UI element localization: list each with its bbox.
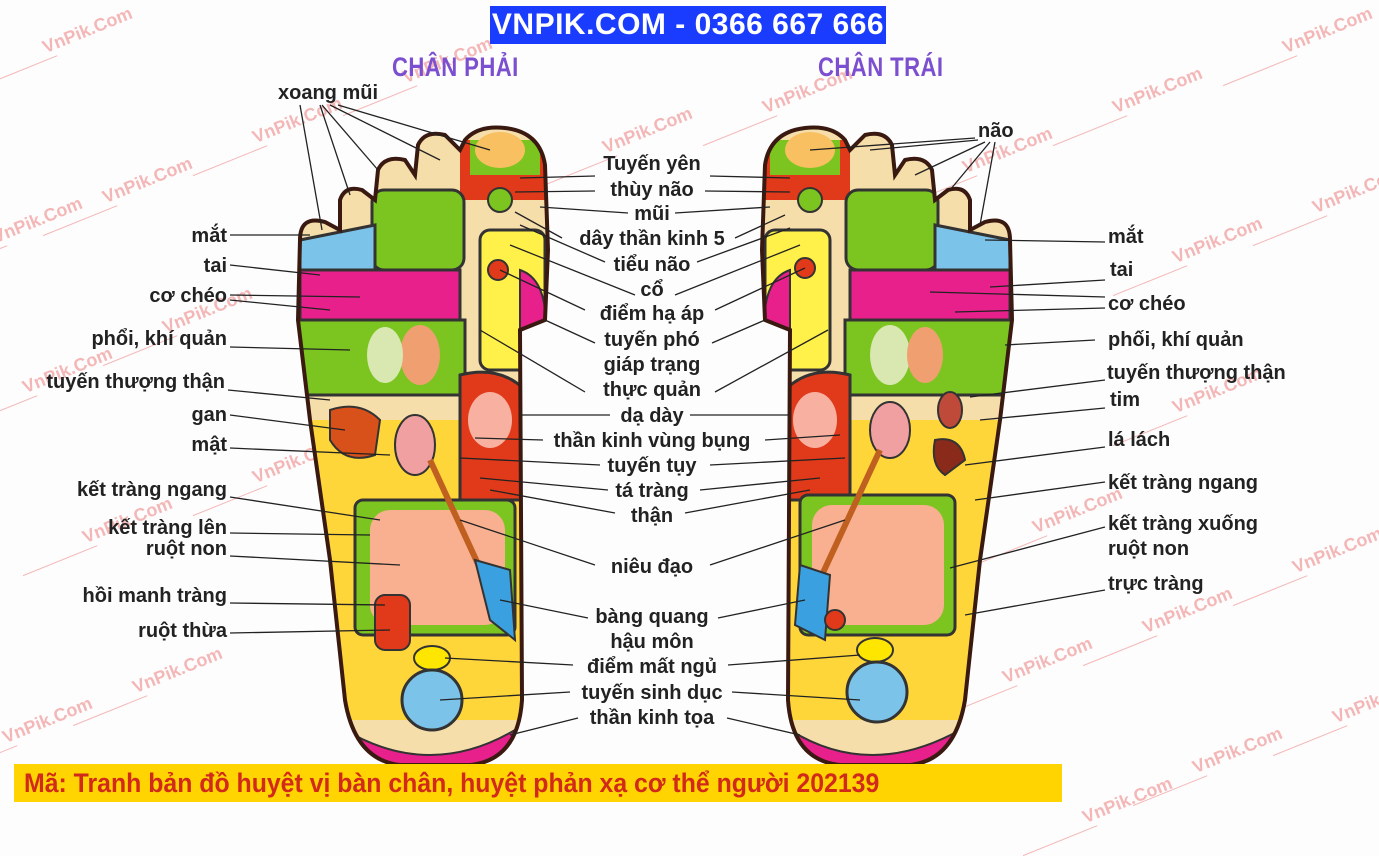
- foot-diagram: [227, 104, 1106, 767]
- label-ruot-non-left: ruột non: [1108, 538, 1190, 560]
- label-thuy-nao: thùy não: [610, 179, 694, 201]
- label-diem-mat-ngu: điểm mất ngủ: [586, 656, 717, 678]
- caption-bar: Mã: Tranh bản đồ huyệt vị bàn chân, huyệ…: [14, 764, 1062, 802]
- label-hoi-manh-trang: hồi manh tràng: [82, 585, 227, 607]
- label-tieu-nao: tiểu não: [613, 254, 691, 276]
- label-tim: tim: [1110, 389, 1140, 411]
- site-banner: VNPIK.COM - 0366 667 666: [490, 6, 886, 44]
- label-tai-right: tai: [203, 255, 227, 277]
- leader-lines: [227, 104, 1106, 736]
- label-mat-left: mắt: [1108, 226, 1144, 248]
- caption-text: Mã: Tranh bản đồ huyệt vị bàn chân, huyệ…: [24, 768, 880, 798]
- label-co-neck: cổ: [640, 279, 664, 301]
- label-diem-ha-ap: điểm hạ áp: [599, 303, 705, 325]
- label-mat-right: mắt: [191, 225, 227, 247]
- label-bang-quang: bàng quang: [595, 606, 709, 628]
- label-ruot-thua: ruột thừa: [138, 620, 227, 642]
- left-foot-title: CHÂN TRÁI: [818, 52, 944, 82]
- label-co-cheo-left: cơ chéo: [1108, 293, 1186, 315]
- label-thuc-quan: thực quản: [603, 379, 701, 401]
- label-ruot-non-right: ruột non: [145, 538, 227, 560]
- label-nao: não: [978, 120, 1014, 142]
- label-tuyen-yen: Tuyến yên: [603, 153, 701, 175]
- label-mat-gall: mật: [191, 434, 227, 456]
- label-gan: gan: [191, 404, 227, 426]
- label-ket-trang-ngang-right: kết tràng ngang: [76, 479, 227, 501]
- label-ket-trang-ngang-left: kết tràng ngang: [1108, 472, 1259, 494]
- label-ket-trang-xuong: kết tràng xuống: [1108, 513, 1259, 535]
- label-tuyen-pho: tuyến phó: [604, 329, 700, 351]
- label-co-cheo-right: cơ chéo: [149, 285, 227, 307]
- label-day-than-kinh-5: dây thần kinh 5: [579, 228, 725, 250]
- label-giap-trang: giáp trạng: [603, 354, 701, 376]
- label-tai-left: tai: [1110, 259, 1134, 281]
- label-da-day: dạ dày: [620, 405, 684, 427]
- label-ta-trang: tá tràng: [615, 480, 689, 502]
- label-tuyen-thuong-than-left: tuyến thượng thận: [1107, 362, 1286, 384]
- label-than-kinh-toa: thần kinh tọa: [589, 707, 715, 729]
- label-phoi-left: phối, khí quản: [1108, 329, 1244, 351]
- label-mui: mũi: [634, 203, 670, 225]
- label-nieu-dao: niêu đạo: [610, 556, 694, 578]
- left-foot: [762, 127, 1012, 765]
- label-tuyen-tuy: tuyến tụy: [607, 455, 697, 477]
- right-foot-title: CHÂN PHẢI: [392, 52, 519, 82]
- label-tuyen-thuong-than-right: tuyến thượng thận: [46, 371, 225, 393]
- label-la-lach: lá lách: [1108, 429, 1171, 451]
- label-truc-trang: trực tràng: [1108, 573, 1204, 595]
- right-foot: [298, 127, 548, 765]
- label-xoang-mui: xoang mũi: [277, 82, 378, 104]
- label-tuyen-sinh-duc: tuyến sinh dục: [581, 682, 723, 704]
- label-phoi-right: phổi, khí quản: [91, 328, 227, 350]
- label-than-kinh-vung-bung: thần kinh vùng bụng: [553, 430, 751, 452]
- label-than-kidney: thận: [630, 505, 674, 527]
- label-ket-trang-len: kết tràng lên: [108, 517, 227, 539]
- label-hau-mon: hậu môn: [610, 631, 694, 653]
